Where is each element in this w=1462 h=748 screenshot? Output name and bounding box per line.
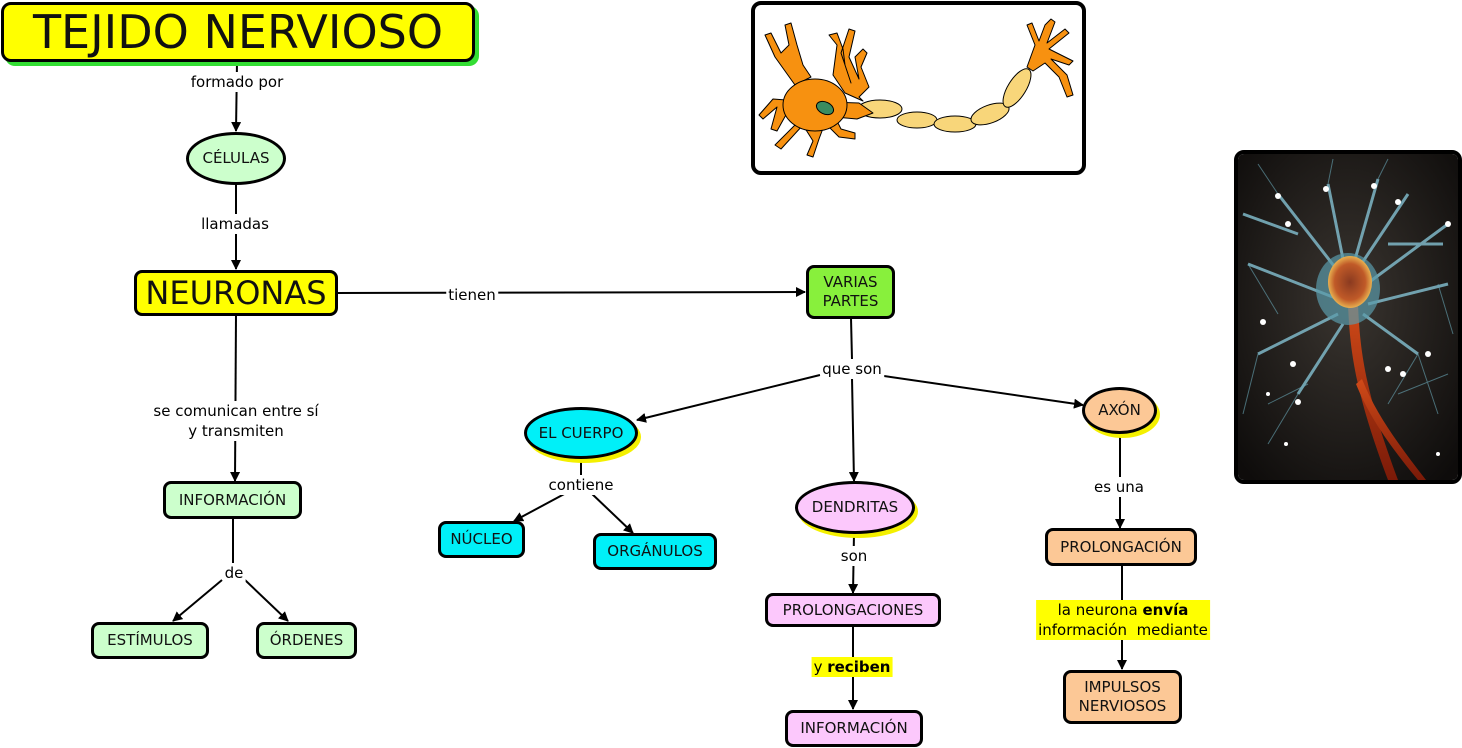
- link-se-comunican-line1: se comunican entre sí: [153, 402, 319, 420]
- node-dendritas[interactable]: DENDRITAS: [795, 481, 915, 534]
- node-varias-partes-line2: PARTES: [822, 292, 879, 310]
- node-organulos-label: ORGÁNULOS: [607, 542, 703, 560]
- link-llamadas: llamadas: [199, 214, 271, 234]
- node-organulos[interactable]: ORGÁNULOS: [593, 533, 717, 570]
- node-celulas-label: CÉLULAS: [202, 149, 270, 167]
- node-dendritas-label: DENDRITAS: [811, 498, 899, 516]
- node-neuronas[interactable]: NEURONAS: [134, 270, 338, 316]
- link-envia-bold: envía: [1142, 601, 1189, 619]
- neuron-photo-frame[interactable]: [1234, 150, 1462, 484]
- edge-contiene-nucleo: [513, 491, 569, 522]
- node-neuronas-label: NEURONAS: [145, 274, 327, 312]
- link-contiene: contiene: [546, 475, 616, 495]
- edge-queson-dendritas: [848, 377, 859, 482]
- link-de: de: [222, 563, 246, 583]
- link-es-una: es una: [1091, 477, 1147, 497]
- link-y-reciben-bold: reciben: [827, 658, 891, 676]
- link-se-comunican-line2: y transmiten: [188, 422, 284, 440]
- link-que-son: que son: [820, 359, 884, 379]
- node-estimulos[interactable]: ESTÍMULOS: [91, 622, 209, 659]
- edge-neuronas-informacion: [230, 313, 241, 482]
- node-prolongacion-label: PROLONGACIÓN: [1060, 537, 1182, 556]
- node-nucleo[interactable]: NÚCLEO: [438, 521, 525, 558]
- node-celulas[interactable]: CÉLULAS: [186, 132, 286, 185]
- link-formado-por: formado por: [188, 72, 286, 92]
- neuron-photo-image: [1238, 154, 1458, 480]
- node-axon[interactable]: AXÓN: [1082, 387, 1157, 434]
- node-varias-partes[interactable]: VARIAS PARTES: [806, 265, 895, 319]
- link-y-reciben-plain: y: [813, 658, 828, 676]
- link-se-comunican: se comunican entre sí y transmiten: [151, 401, 321, 441]
- node-informacion-left[interactable]: INFORMACIÓN: [163, 481, 302, 519]
- node-impulsos-line1: IMPULSOS: [1084, 678, 1161, 696]
- link-y-reciben: y reciben: [811, 657, 893, 677]
- node-prolongacion[interactable]: PROLONGACIÓN: [1045, 528, 1197, 566]
- link-son: son: [838, 546, 870, 566]
- neuron-drawing-image: [758, 18, 1074, 158]
- node-ordenes-label: ÓRDENES: [269, 631, 344, 649]
- title-text: TEJIDO NERVIOSO: [32, 5, 444, 59]
- edge-neuronas-varias: [336, 287, 806, 298]
- link-envia: la neurona envía información mediante: [1036, 600, 1210, 640]
- neuron-drawing-frame[interactable]: [751, 1, 1086, 175]
- link-envia-line2: información mediante: [1038, 621, 1208, 639]
- edge-queson-axon: [883, 375, 1084, 409]
- node-el-cuerpo-label: EL CUERPO: [538, 423, 624, 442]
- link-envia-line1: la neurona envía: [1038, 600, 1208, 620]
- node-estimulos-label: ESTÍMULOS: [107, 631, 193, 649]
- node-informacion-right[interactable]: INFORMACIÓN: [785, 710, 923, 747]
- node-informacion-right-label: INFORMACIÓN: [800, 719, 908, 737]
- link-tienen: tienen: [446, 285, 498, 305]
- edge-de-ordenes: [244, 579, 289, 622]
- node-informacion-left-label: INFORMACIÓN: [178, 490, 287, 509]
- edge-queson-cuerpo: [636, 374, 821, 423]
- node-varias-partes-line1: VARIAS: [823, 273, 878, 291]
- node-ordenes[interactable]: ÓRDENES: [256, 622, 357, 659]
- edge-de-estimulos: [172, 579, 223, 622]
- node-impulsos-line2: NERVIOSOS: [1078, 697, 1167, 715]
- node-nucleo-label: NÚCLEO: [450, 530, 513, 548]
- link-envia-plain: la neurona: [1057, 601, 1143, 619]
- edge-contiene-organulos: [589, 491, 634, 534]
- title-node[interactable]: TEJIDO NERVIOSO: [1, 2, 475, 62]
- node-axon-label: AXÓN: [1098, 401, 1141, 419]
- node-el-cuerpo[interactable]: EL CUERPO: [524, 407, 638, 459]
- node-prolongaciones[interactable]: PROLONGACIONES: [765, 593, 941, 627]
- edge-varias-queson: [850, 317, 853, 361]
- node-prolongaciones-label: PROLONGACIONES: [782, 600, 924, 619]
- node-impulsos-nerviosos[interactable]: IMPULSOS NERVIOSOS: [1063, 670, 1182, 724]
